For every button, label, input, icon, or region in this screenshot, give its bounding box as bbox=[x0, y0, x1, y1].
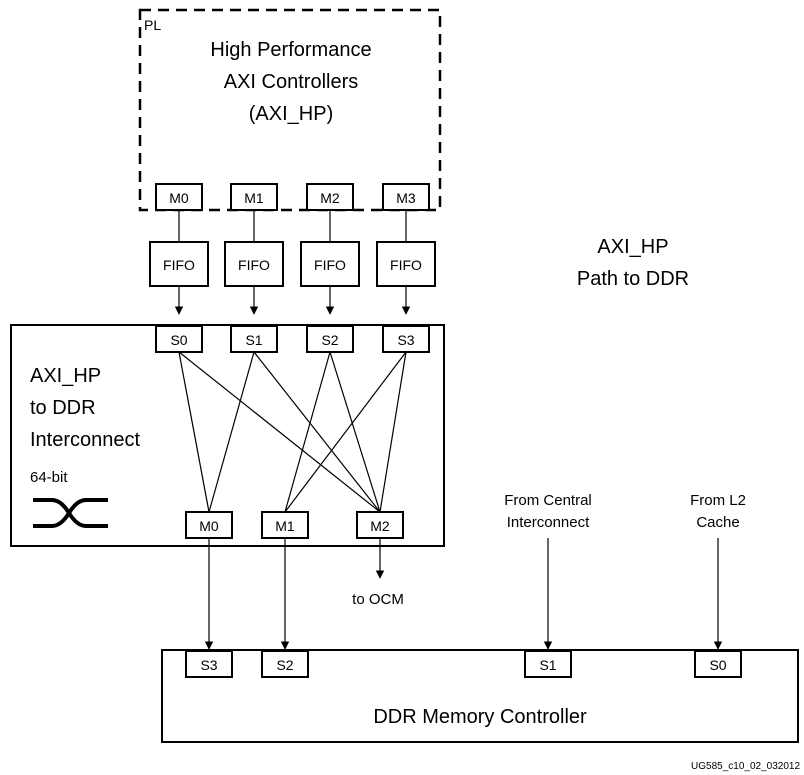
interconnect-master-label-m0: M0 bbox=[199, 518, 219, 534]
side-title-line-2: Path to DDR bbox=[577, 268, 689, 290]
interconnect-master-port-m0: M0 bbox=[185, 511, 233, 539]
interconnect-master-label-m1: M1 bbox=[275, 518, 295, 534]
pl-tag: PL bbox=[144, 17, 161, 33]
pl-region-box bbox=[138, 8, 442, 212]
ddr-port-s3: S3 bbox=[185, 650, 233, 678]
pl-title-line-3: (AXI_HP) bbox=[249, 103, 333, 125]
side-title-line-1: AXI_HP bbox=[597, 236, 668, 258]
ddr-port-label-s3: S3 bbox=[200, 657, 217, 673]
interconnect-slave-label-s1: S1 bbox=[245, 332, 262, 348]
interconnect-title-line-2: to DDR bbox=[30, 397, 96, 419]
fifo-2: FIFO bbox=[300, 241, 360, 287]
central-source-line-2: Interconnect bbox=[507, 514, 590, 531]
fifo-label-0: FIFO bbox=[163, 257, 195, 273]
interconnect-title-line-1: AXI_HP bbox=[30, 365, 101, 387]
pl-master-port-m0: M0 bbox=[155, 183, 203, 211]
pl-master-label-m3: M3 bbox=[396, 190, 416, 206]
interconnect-title-line-3: Interconnect bbox=[30, 429, 141, 451]
l2-source-line-1: From L2 bbox=[690, 492, 746, 509]
fifo-0: FIFO bbox=[149, 241, 209, 287]
ocm-label: to OCM bbox=[352, 591, 404, 608]
interconnect-master-label-m2: M2 bbox=[370, 518, 390, 534]
pl-master-port-m3: M3 bbox=[382, 183, 430, 211]
fifo-3: FIFO bbox=[376, 241, 436, 287]
pl-master-port-m1: M1 bbox=[230, 183, 278, 211]
interconnect-slave-port-s2: S2 bbox=[306, 325, 354, 353]
figure-id: UG585_c10_02_032012 bbox=[691, 761, 800, 772]
interconnect-slave-port-s1: S1 bbox=[230, 325, 278, 353]
fifo-1: FIFO bbox=[224, 241, 284, 287]
pl-title-line-1: High Performance bbox=[210, 39, 371, 61]
l2-source-line-2: Cache bbox=[696, 514, 739, 531]
ddr-controller-box bbox=[161, 649, 799, 743]
interconnect-slave-label-s3: S3 bbox=[397, 332, 414, 348]
central-source-line-1: From Central bbox=[504, 492, 592, 509]
interconnect-slave-port-s3: S3 bbox=[382, 325, 430, 353]
pl-master-label-m0: M0 bbox=[169, 190, 189, 206]
pl-master-port-m2: M2 bbox=[306, 183, 354, 211]
interconnect-slave-label-s0: S0 bbox=[170, 332, 187, 348]
crossbar-connections bbox=[178, 351, 407, 513]
ddr-controller-title: DDR Memory Controller bbox=[373, 706, 587, 728]
interconnect-box bbox=[10, 324, 445, 547]
interconnect-slave-port-s0: S0 bbox=[155, 325, 203, 353]
interconnect-slave-label-s2: S2 bbox=[321, 332, 338, 348]
interconnect-master-port-m2: M2 bbox=[356, 511, 404, 539]
pl-title-line-2: AXI Controllers bbox=[224, 71, 359, 93]
pl-master-label-m2: M2 bbox=[320, 190, 340, 206]
interconnect-master-port-m1: M1 bbox=[261, 511, 309, 539]
ddr-port-label-s1: S1 bbox=[539, 657, 556, 673]
ddr-port-label-s0: S0 bbox=[709, 657, 726, 673]
interconnect-width-label: 64-bit bbox=[30, 469, 68, 486]
fifo-label-2: FIFO bbox=[314, 257, 346, 273]
ddr-port-label-s2: S2 bbox=[276, 657, 293, 673]
ddr-port-s0: S0 bbox=[694, 650, 742, 678]
ddr-port-s1: S1 bbox=[524, 650, 572, 678]
fifo-label-1: FIFO bbox=[238, 257, 270, 273]
ddr-port-s2: S2 bbox=[261, 650, 309, 678]
pl-master-label-m1: M1 bbox=[244, 190, 264, 206]
crossbar-switch-icon bbox=[33, 498, 108, 528]
fifo-label-3: FIFO bbox=[390, 257, 422, 273]
